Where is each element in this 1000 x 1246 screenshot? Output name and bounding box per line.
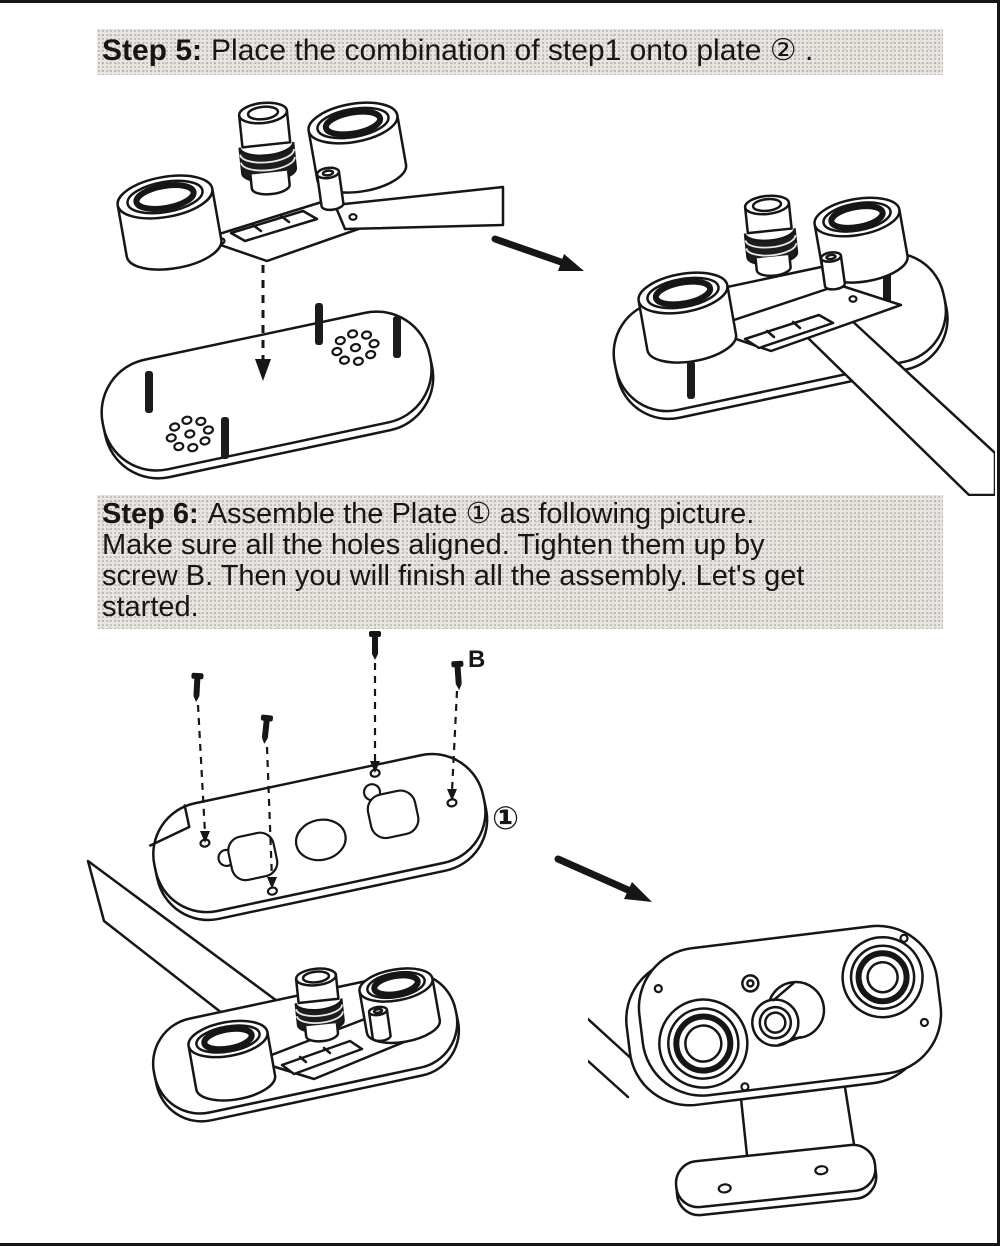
standoff-pins <box>145 303 401 459</box>
eyelet-tab <box>741 974 760 993</box>
step6-exploded-illustration: B ① <box>86 631 519 1123</box>
left-lens-barrel <box>637 271 738 364</box>
left-lens-opening <box>658 998 749 1089</box>
step6-text: Assemble the Plate ① as following pictur… <box>207 498 755 530</box>
base-plate-2 <box>100 310 435 480</box>
ribbon-cable <box>588 1017 636 1099</box>
plate-1 <box>149 752 489 922</box>
screw-holes <box>653 933 930 1092</box>
camera-housing <box>625 924 943 1107</box>
screw-icon <box>369 631 381 660</box>
camera-lens-module <box>237 101 298 196</box>
step5-assembled-illustration <box>612 194 995 496</box>
camera-lens-module <box>743 194 799 278</box>
step5-text: Place the combination of step1 onto plat… <box>211 34 814 67</box>
screw-icon <box>451 660 466 691</box>
left-lens-barrel <box>187 1019 277 1102</box>
ribbon-cable <box>333 185 505 231</box>
mount-base <box>674 1143 878 1217</box>
final-assembly-illustration <box>588 924 943 1217</box>
screw-b-label: B <box>468 646 485 673</box>
center-lens-barrel <box>751 980 826 1047</box>
screw-icon <box>190 672 204 703</box>
step5-arrow-icon <box>491 235 584 271</box>
camera-lens-module <box>294 967 345 1043</box>
plate-1-label: ① <box>492 800 519 836</box>
left-lens-barrel <box>116 174 223 271</box>
spacer-post <box>819 251 847 291</box>
step6-line: started. <box>102 591 199 623</box>
step6-label: Step 6: <box>102 498 199 530</box>
screw-guide-lines <box>196 663 459 889</box>
step6-line: screw B. Then you will finish all the as… <box>102 560 805 592</box>
step5-label: Step 5: <box>102 34 203 67</box>
step6-heading: Step 6:Assemble the Plate ① as following… <box>97 495 943 629</box>
right-lens-opening <box>841 935 924 1019</box>
step6-arrow-icon <box>554 855 652 902</box>
screw-icon <box>258 714 274 745</box>
camera-bracket <box>280 1039 364 1076</box>
placement-dashed-arrow-icon <box>255 265 271 381</box>
spacer-post <box>315 166 345 212</box>
screws <box>190 631 466 745</box>
spacer-post <box>367 1005 392 1043</box>
camera-bracket <box>743 313 835 350</box>
step6-line: Step 6:Assemble the Plate ① as following… <box>102 499 935 530</box>
assembled-module <box>151 967 461 1123</box>
step6-line: Make sure all the holes aligned. Tighten… <box>102 529 765 561</box>
step5-exploded-illustration <box>100 101 505 480</box>
step5-heading: Step 5:Place the combination of step1 on… <box>97 29 943 75</box>
camera-bracket <box>229 209 319 243</box>
